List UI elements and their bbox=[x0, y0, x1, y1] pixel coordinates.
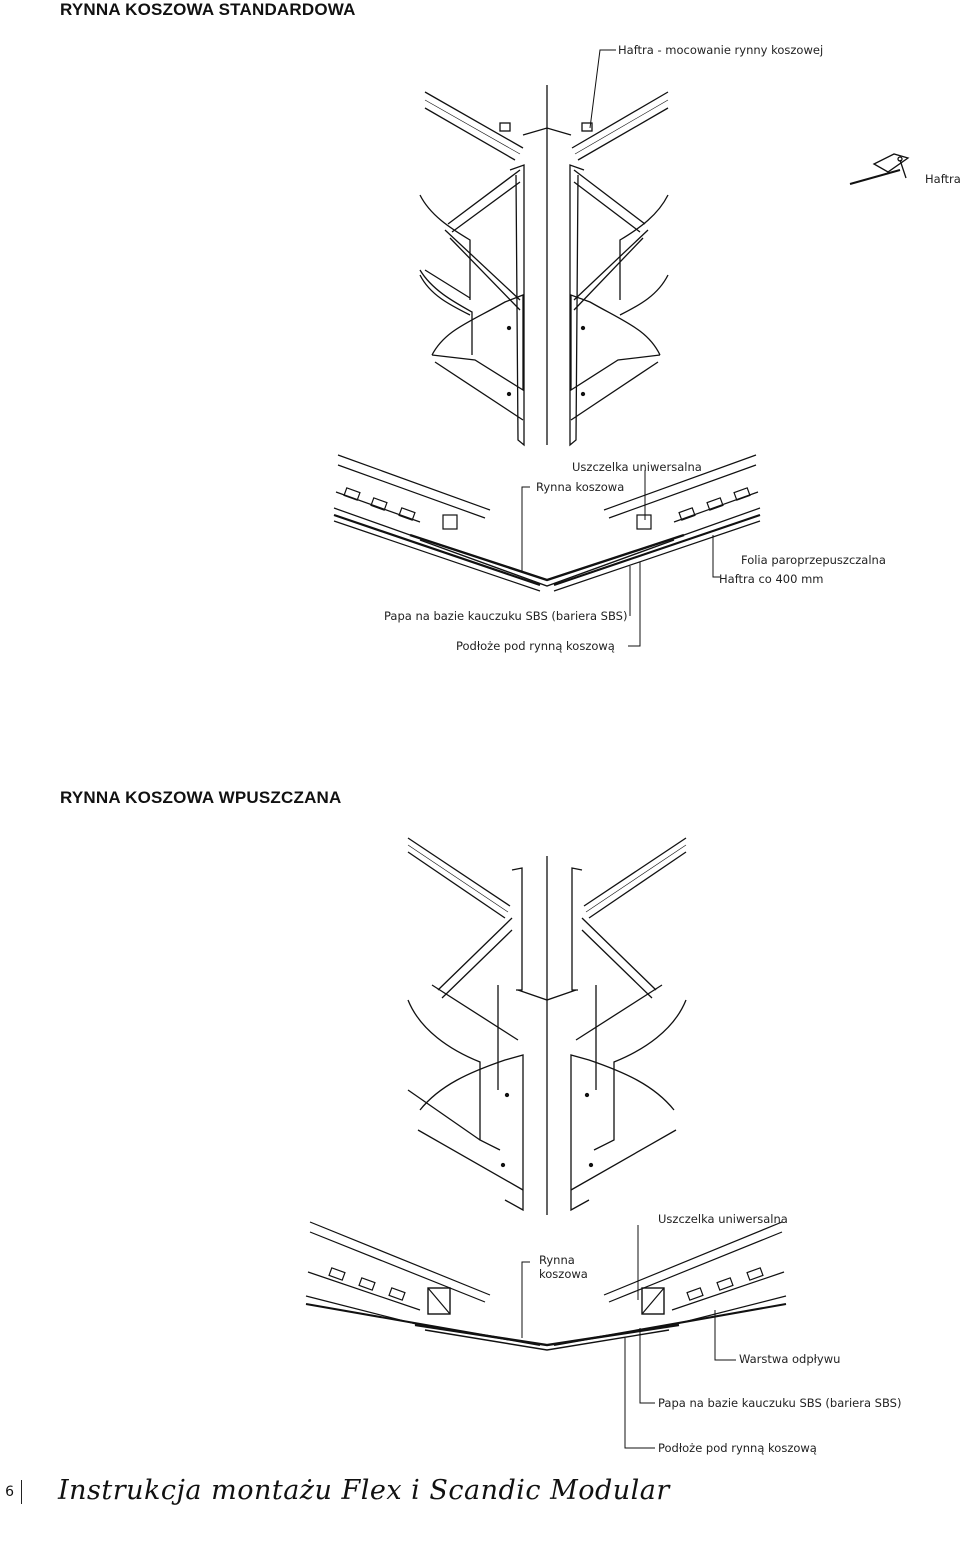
label-gutter: Rynna koszowa bbox=[536, 480, 625, 494]
label-seal: Uszczelka uniwersalna bbox=[572, 460, 702, 474]
label-sbs-recessed: Papa na bazie kauczuku SBS (bariera SBS) bbox=[658, 1396, 902, 1410]
label-sbs: Papa na bazie kauczuku SBS (bariera SBS) bbox=[384, 609, 628, 623]
label-gutter-recessed: Rynna koszowa bbox=[539, 1253, 588, 1281]
label-substrate: Podłoże pod rynną koszową bbox=[456, 639, 615, 653]
page-number: 6 bbox=[0, 1480, 22, 1504]
label-drain-layer: Warstwa odpływu bbox=[739, 1352, 841, 1366]
section-title-standard: RYNNA KOSZOWA STANDARDOWA bbox=[60, 0, 356, 19]
label-seal-recessed: Uszczelka uniwersalna bbox=[658, 1212, 788, 1226]
label-substrate-recessed: Podłoże pod rynną koszową bbox=[658, 1441, 817, 1455]
label-haftra-mounting: Haftra - mocowanie rynny koszowej bbox=[618, 43, 824, 57]
footer-title: Instrukcja montażu Flex i Scandic Modula… bbox=[58, 1475, 670, 1506]
label-haftra: Haftra bbox=[925, 172, 960, 186]
standard-valley-diagram bbox=[333, 49, 910, 647]
label-haftra-spacing: Haftra co 400 mm bbox=[719, 572, 824, 586]
section-title-recessed: RYNNA KOSZOWA WPUSZCZANA bbox=[60, 788, 342, 807]
label-membrane: Folia paroprzepuszczalna bbox=[741, 553, 886, 567]
